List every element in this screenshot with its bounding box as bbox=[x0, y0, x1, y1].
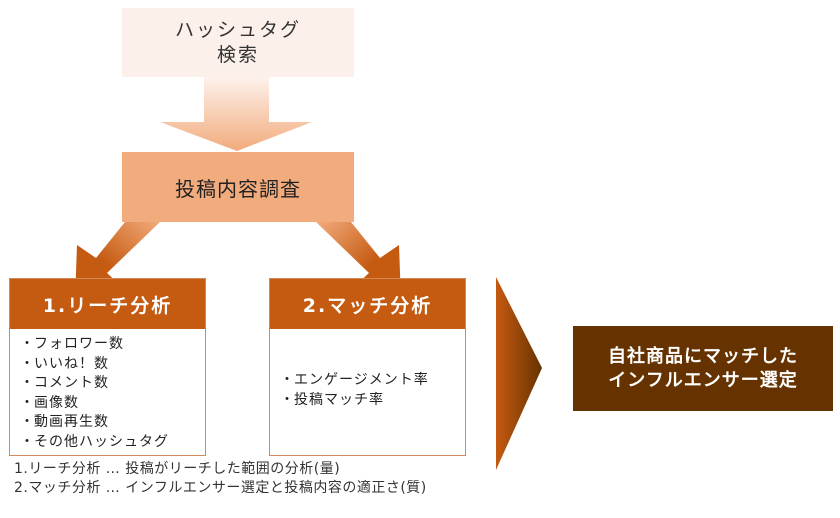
reach-analysis-title: 1.リーチ分析 bbox=[10, 279, 205, 329]
list-item: 投稿マッチ率 bbox=[280, 391, 465, 411]
footnotes: 1.リーチ分析 … 投稿がリーチした範囲の分析(量) 2.マッチ分析 … インフ… bbox=[14, 460, 427, 498]
list-item: その他ハッシュタグ bbox=[20, 433, 205, 453]
post-content-survey-box: 投稿内容調査 bbox=[122, 152, 354, 222]
post-content-survey-label: 投稿内容調査 bbox=[175, 176, 301, 201]
list-item: 画像数 bbox=[20, 394, 205, 414]
footnote-match: 2.マッチ分析 … インフルエンサー選定と投稿内容の適正さ(質) bbox=[14, 480, 427, 496]
reach-analysis-list: フォロワー数 いいね！数 コメント数 画像数 動画再生数 その他ハッシュタグ bbox=[10, 329, 205, 452]
match-analysis-list: エンゲージメント率 投稿マッチ率 bbox=[270, 329, 465, 410]
hashtag-search-box: ハッシュタグ 検索 bbox=[122, 8, 354, 77]
down-arrow bbox=[160, 77, 312, 151]
match-analysis-card: 2.マッチ分析 エンゲージメント率 投稿マッチ率 bbox=[269, 278, 466, 456]
hashtag-search-line-2: 検索 bbox=[216, 43, 259, 66]
reach-analysis-card: 1.リーチ分析 フォロワー数 いいね！数 コメント数 画像数 動画再生数 その他… bbox=[9, 278, 206, 456]
influencer-selection-box: 自社商品にマッチした インフルエンサー選定 bbox=[573, 326, 833, 411]
list-item: いいね！数 bbox=[20, 355, 205, 375]
list-item: 動画再生数 bbox=[20, 413, 205, 433]
influencer-selection-line-2: インフルエンサー選定 bbox=[608, 369, 798, 391]
match-analysis-title: 2.マッチ分析 bbox=[270, 279, 465, 329]
footnote-reach: 1.リーチ分析 … 投稿がリーチした範囲の分析(量) bbox=[14, 461, 341, 477]
right-chevron-arrow bbox=[496, 277, 542, 470]
hashtag-search-line-1: ハッシュタグ bbox=[174, 18, 301, 41]
list-item: コメント数 bbox=[20, 374, 205, 394]
influencer-selection-line-1: 自社商品にマッチした bbox=[608, 345, 798, 367]
list-item: エンゲージメント率 bbox=[280, 371, 465, 391]
list-item: フォロワー数 bbox=[20, 335, 205, 355]
